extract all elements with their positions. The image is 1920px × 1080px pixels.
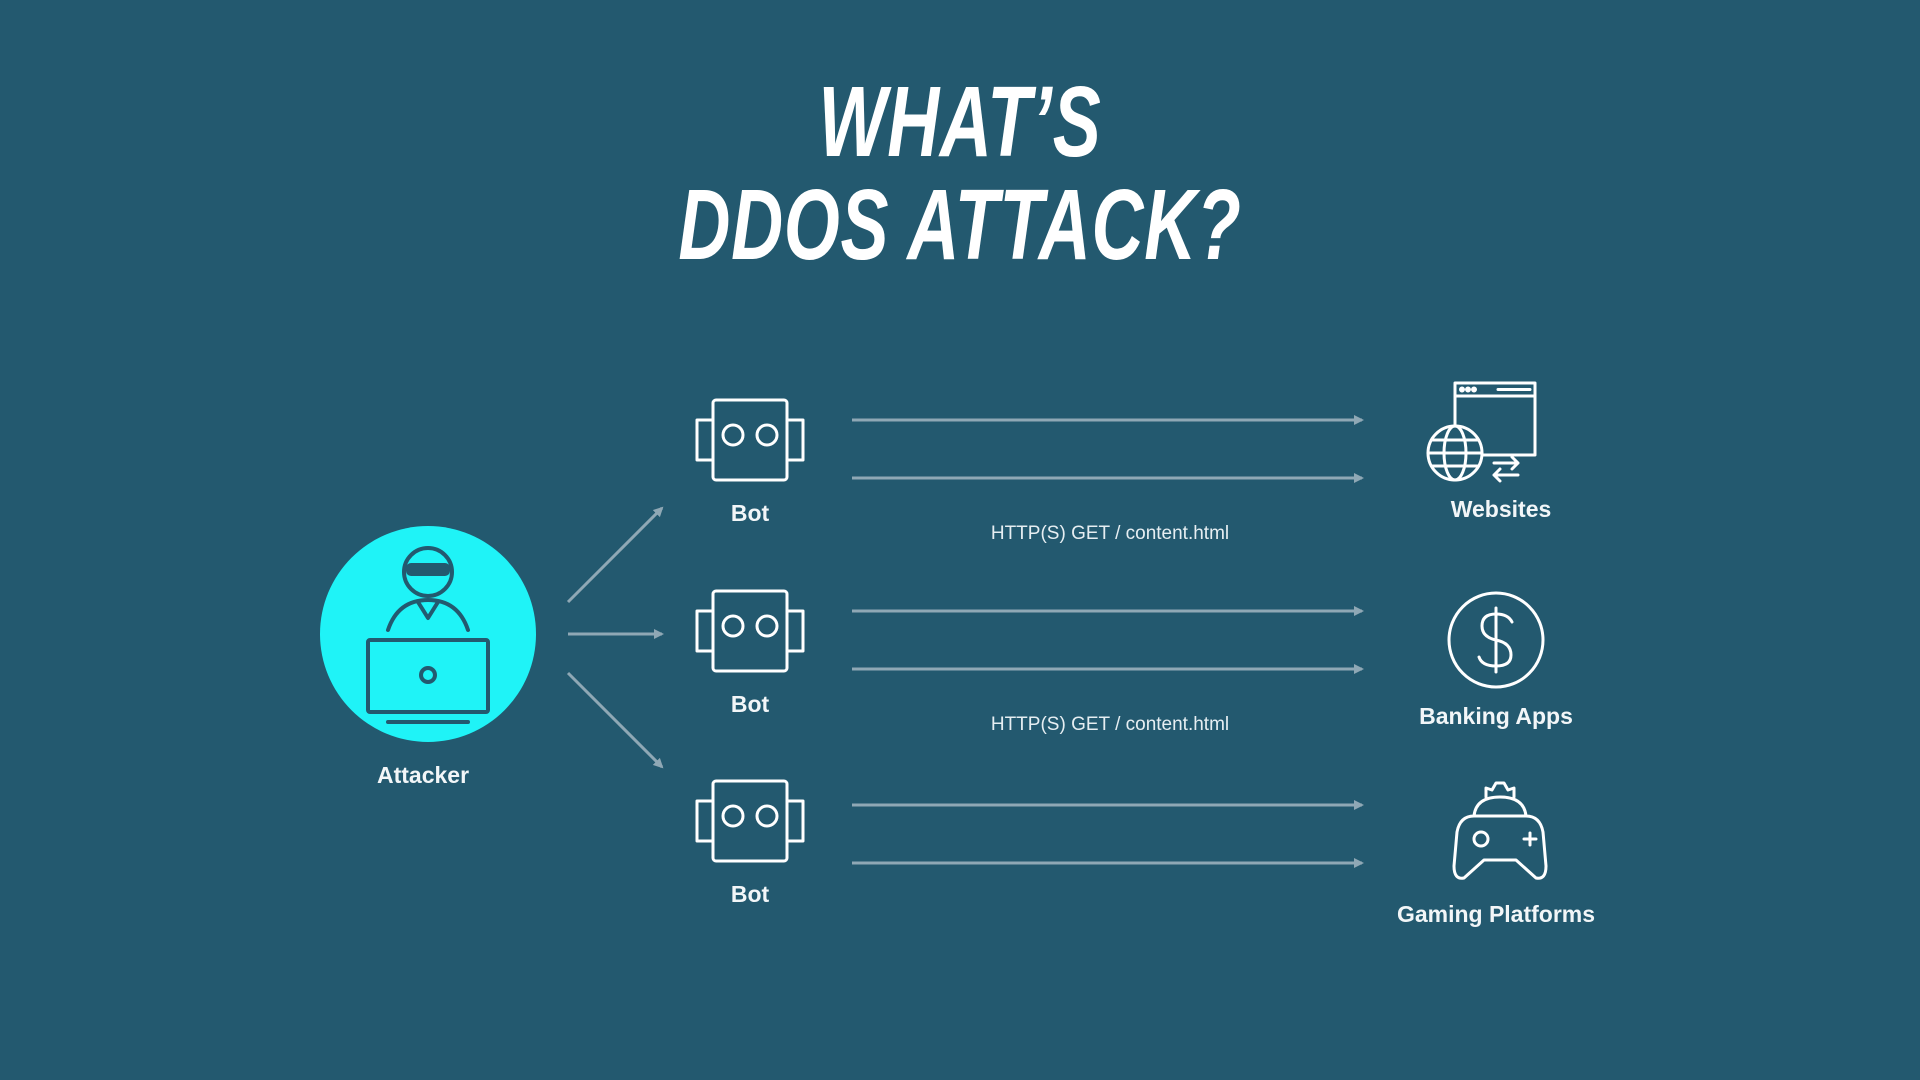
request-arrows <box>852 415 1364 868</box>
bot-label-3: Bot <box>730 881 770 907</box>
bot-icon <box>695 589 805 673</box>
bot-icon <box>695 779 805 863</box>
target-label-websites: Websites <box>1450 496 1552 522</box>
game-controller-icon <box>1452 781 1548 880</box>
request-label-1: HTTP(S) GET / content.html <box>990 523 1230 544</box>
request-label-2: HTTP(S) GET / content.html <box>990 714 1230 735</box>
attacker-arrows <box>566 506 664 769</box>
attacker-icon <box>320 526 536 742</box>
website-globe-icon <box>1426 381 1537 483</box>
attacker-label: Attacker <box>376 762 470 788</box>
bot-label-1: Bot <box>730 500 770 526</box>
dollar-icon <box>1447 591 1545 689</box>
target-label-banking: Banking Apps <box>1419 703 1573 729</box>
title-line-1: WHAT’S <box>818 66 1102 178</box>
target-label-gaming: Gaming Platforms <box>1396 901 1596 927</box>
arrow-attacker-bot-3 <box>566 671 664 769</box>
title-line-2: DDOS ATTACK? <box>678 169 1242 281</box>
bot-label-2: Bot <box>730 691 770 717</box>
bot-icon <box>695 398 805 482</box>
arrow-attacker-bot-1 <box>566 506 664 604</box>
